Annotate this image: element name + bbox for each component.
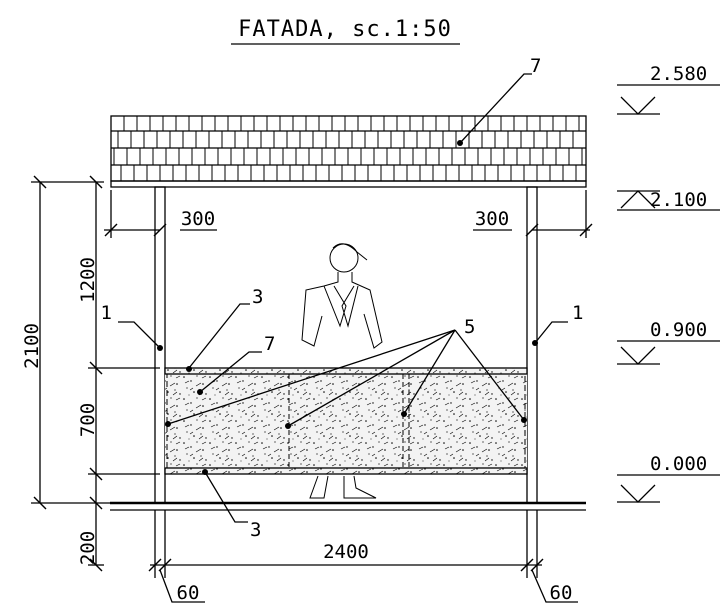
- level-2580: 2.580: [650, 63, 707, 85]
- dim-overhang-left: 300: [181, 208, 215, 230]
- ground-line: [110, 501, 586, 511]
- dim-overhang-right: 300: [475, 208, 509, 230]
- callout-connectors: 5: [464, 316, 475, 338]
- drawing-title: FATADA, sc.1:50: [238, 17, 452, 42]
- dim-width: 2400: [323, 541, 369, 563]
- callout-rail-bottom: 3: [250, 519, 261, 541]
- dim-base-height: 200: [77, 531, 99, 565]
- callout-post-left: 1: [101, 302, 112, 324]
- level-0000: 0.000: [650, 453, 707, 475]
- level-marker-0900: [617, 340, 720, 365]
- dim-post-right: 60: [550, 582, 573, 604]
- dim-upper-height: 1200: [77, 257, 99, 303]
- callout-post-right: 1: [572, 302, 583, 324]
- dim-total-height: 2100: [21, 323, 43, 369]
- level-marker-2100: [617, 190, 720, 211]
- infill-panel: [164, 367, 528, 475]
- dim-post-left: 60: [177, 582, 200, 604]
- person-figure: [301, 243, 383, 499]
- callout-panel-fill: 7: [264, 333, 275, 355]
- callout-roof: 7: [530, 55, 541, 77]
- callout-leaders: [118, 73, 568, 523]
- overhang-dimensions: [104, 190, 593, 238]
- level-marker-2580: [617, 84, 720, 115]
- left-dimensions: [31, 175, 160, 572]
- bottom-dimensions: [148, 510, 578, 603]
- dim-panel-height: 700: [77, 403, 99, 437]
- level-2100: 2.100: [650, 189, 707, 211]
- level-0900: 0.900: [650, 319, 707, 341]
- roof: [110, 115, 587, 188]
- callout-rail-top: 3: [252, 286, 263, 308]
- level-marker-0000: [617, 474, 720, 503]
